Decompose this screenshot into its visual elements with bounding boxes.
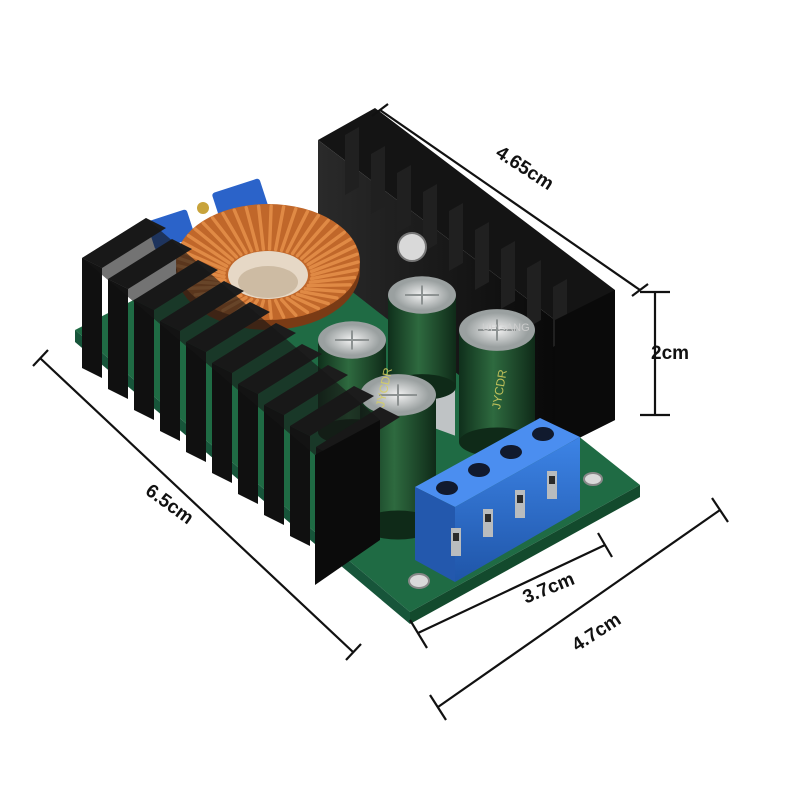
- copper-turn: [279, 298, 298, 317]
- dimension-lines: [32, 103, 729, 721]
- terminal-screw: [500, 445, 522, 459]
- copper-turn: [308, 275, 357, 284]
- heatsink-fin: [82, 258, 102, 378]
- terminal-screw: [468, 463, 490, 477]
- dimension-line-depth: [39, 357, 354, 653]
- heatsink-fin: [423, 184, 437, 252]
- copper-turn: [285, 209, 310, 254]
- copper-turn: [303, 287, 347, 294]
- mounting-hole: [408, 573, 430, 589]
- copper-turn: [303, 230, 347, 263]
- terminal-opening: [517, 495, 523, 503]
- copper-turn: [290, 213, 321, 256]
- terminal-opening: [453, 533, 459, 541]
- front-heatsink: [82, 218, 400, 585]
- terminal-opening: [485, 514, 491, 522]
- copper-turn: [279, 207, 298, 252]
- watermark: UPGANG: [482, 322, 530, 334]
- copper-turn: [201, 221, 239, 259]
- copper-turn: [309, 252, 359, 274]
- copper-turn: [181, 241, 229, 268]
- copper-turn: [273, 298, 286, 319]
- pcb-edge: [410, 485, 640, 624]
- terminal-screws: [436, 427, 557, 556]
- rear-heatsink-fins: [345, 127, 567, 347]
- copper-turn: [306, 237, 352, 267]
- heatsink-fin: [527, 260, 541, 328]
- terminal-screw: [532, 427, 554, 441]
- copper-turn: [300, 224, 339, 260]
- heatsink-fin: [160, 321, 180, 441]
- heatsink-fin: [371, 146, 385, 214]
- heatsink-fin: [397, 165, 411, 233]
- copper-turn: [256, 204, 266, 251]
- copper-turn: [267, 299, 273, 320]
- transistor-screw: [397, 232, 427, 262]
- copper-turn: [290, 294, 321, 311]
- copper-turn: [295, 218, 330, 258]
- potentiometer-screw: [197, 202, 209, 214]
- terminal-clamp: [547, 471, 557, 499]
- terminal-screw: [436, 481, 458, 495]
- copper-turn: [210, 216, 243, 257]
- copper-turn: [306, 283, 352, 288]
- copper-turn: [193, 227, 235, 262]
- heatsink-fin: [264, 405, 284, 525]
- copper-turn: [178, 248, 227, 272]
- copper-turn: [221, 211, 248, 255]
- heatsink-fin: [501, 241, 515, 309]
- copper-turn: [267, 204, 273, 251]
- heatsink-base: [82, 218, 380, 455]
- heatsink-fin: [345, 127, 359, 195]
- dimension-line-terminal-width: [417, 544, 606, 634]
- heatsink-fin: [212, 363, 232, 483]
- heatsink-fin: [475, 222, 489, 290]
- heatsink-fin: [449, 203, 463, 271]
- terminal-blocks: [415, 418, 580, 582]
- copper-turn: [295, 292, 330, 306]
- heatsink-fin: [108, 279, 128, 399]
- terminal-clamp: [451, 528, 461, 556]
- mounting-hole: [583, 472, 603, 486]
- copper-turn: [300, 290, 339, 300]
- heatsink-fin: [238, 384, 258, 504]
- copper-turn: [244, 205, 260, 252]
- copper-turn: [186, 234, 231, 265]
- terminal-clamp: [483, 509, 493, 537]
- copper-turn: [309, 268, 359, 281]
- heatsink-fin: [290, 426, 310, 546]
- terminal-opening: [549, 476, 555, 484]
- copper-turn: [232, 208, 254, 253]
- heatsink-fin: [186, 342, 206, 462]
- terminal-clamp: [515, 490, 525, 518]
- copper-turn: [273, 205, 286, 252]
- copper-turn: [308, 244, 357, 270]
- copper-turn: [310, 260, 360, 277]
- dimension-line-length: [379, 109, 641, 291]
- heatsink-fin: [134, 300, 154, 420]
- copper-turn: [285, 296, 310, 315]
- dimension-label-height: 2cm: [651, 343, 690, 364]
- dimension-line-board-width: [437, 509, 721, 708]
